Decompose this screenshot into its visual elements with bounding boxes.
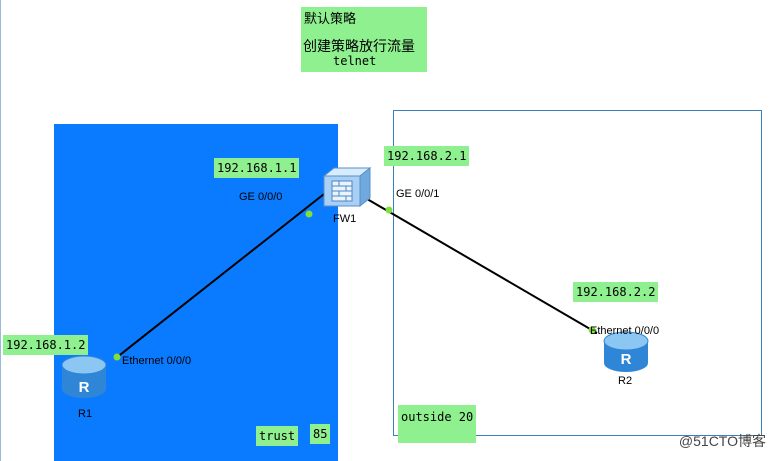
fw1-ge001-ip[interactable]: 192.168.2.1 bbox=[384, 146, 470, 166]
fw1-ge001-label: GE 0/0/1 bbox=[396, 188, 440, 200]
port-dot-fw1-ge000 bbox=[305, 210, 313, 218]
note-default-policy: 默认策略 bbox=[304, 12, 357, 27]
svg-text:R: R bbox=[621, 351, 632, 368]
trust-zone-label[interactable]: trust bbox=[256, 426, 299, 446]
r2-eth000-ip[interactable]: 192.168.2.2 bbox=[573, 282, 659, 302]
r1-name: R1 bbox=[78, 408, 93, 420]
trust-zone-area[interactable] bbox=[54, 124, 338, 461]
port-dot-r2-eth000 bbox=[588, 326, 596, 334]
note-protocol: telnet bbox=[333, 54, 377, 68]
fw1-ge000-label: GE 0/0/0 bbox=[239, 191, 283, 203]
r2-eth000-label: Ethernet 0/0/0 bbox=[590, 325, 660, 337]
r1-eth000-label: Ethernet 0/0/0 bbox=[122, 355, 192, 367]
firewall-icon[interactable] bbox=[322, 166, 372, 208]
outside-zone-area[interactable] bbox=[393, 110, 762, 436]
link-fw1-r2[interactable] bbox=[361, 195, 598, 334]
r1-eth000-ip[interactable]: 192.168.1.2 bbox=[3, 335, 89, 355]
outside-zone-label[interactable]: outside 20 bbox=[398, 405, 477, 443]
fw1-name: FW1 bbox=[333, 213, 357, 225]
trust-zone-priority[interactable]: 85 bbox=[310, 424, 331, 444]
link-r1-fw1[interactable] bbox=[115, 182, 339, 359]
policy-note[interactable]: 默认策略 创建策略放行流量 telnet bbox=[301, 7, 427, 72]
note-create-policy: 创建策略放行流量 bbox=[303, 39, 415, 55]
r2-name: R2 bbox=[618, 375, 633, 387]
watermark: @51CTO博客 bbox=[678, 433, 766, 449]
svg-text:R: R bbox=[79, 379, 90, 396]
port-dot-r1-eth000 bbox=[113, 353, 121, 361]
router-r1-icon[interactable]: R bbox=[61, 355, 107, 398]
port-dot-fw1-ge001 bbox=[385, 206, 393, 214]
canvas-edge bbox=[0, 0, 1, 461]
fw1-ge000-ip[interactable]: 192.168.1.1 bbox=[214, 158, 300, 178]
router-r2-icon[interactable]: R bbox=[603, 331, 649, 372]
